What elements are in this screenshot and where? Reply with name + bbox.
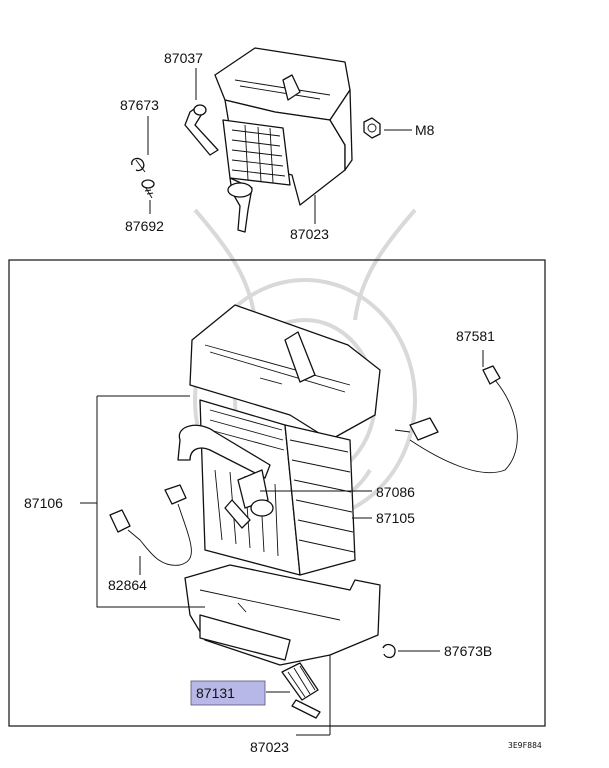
label-87105: 87105 — [376, 510, 415, 526]
top-heater-unit — [184, 47, 353, 233]
label-87673: 87673 — [120, 97, 159, 113]
diagram-code: 3E9F884 — [508, 741, 542, 750]
label-87131: 87131 — [196, 685, 235, 701]
label-87023-bottom: 87023 — [250, 739, 289, 755]
nut-m8 — [363, 117, 381, 139]
label-82864: 82864 — [108, 577, 147, 593]
label-87581: 87581 — [456, 328, 495, 344]
harness-87581 — [394, 365, 518, 474]
highlight-87131 — [190, 680, 266, 706]
screw-87692 — [141, 179, 155, 199]
label-87106: 87106 — [24, 495, 63, 511]
label-m8: M8 — [415, 122, 435, 138]
resistor-87131 — [281, 662, 321, 719]
label-87037: 87037 — [164, 50, 203, 66]
label-87023-top: 87023 — [290, 226, 329, 242]
harness-82864 — [109, 484, 192, 566]
pipe-expansion-valve — [177, 424, 274, 529]
top-leader-lines — [147, 68, 412, 224]
label-87692: 87692 — [125, 218, 164, 234]
upper-housing — [189, 304, 381, 441]
label-87673b: 87673B — [444, 643, 492, 659]
label-87086: 87086 — [376, 484, 415, 500]
clip-87673b — [382, 643, 396, 659]
lower-case — [184, 564, 381, 666]
lower-leader-lines — [80, 350, 484, 736]
clip-87673 — [131, 157, 146, 173]
exploded-view-frame — [8, 259, 546, 727]
